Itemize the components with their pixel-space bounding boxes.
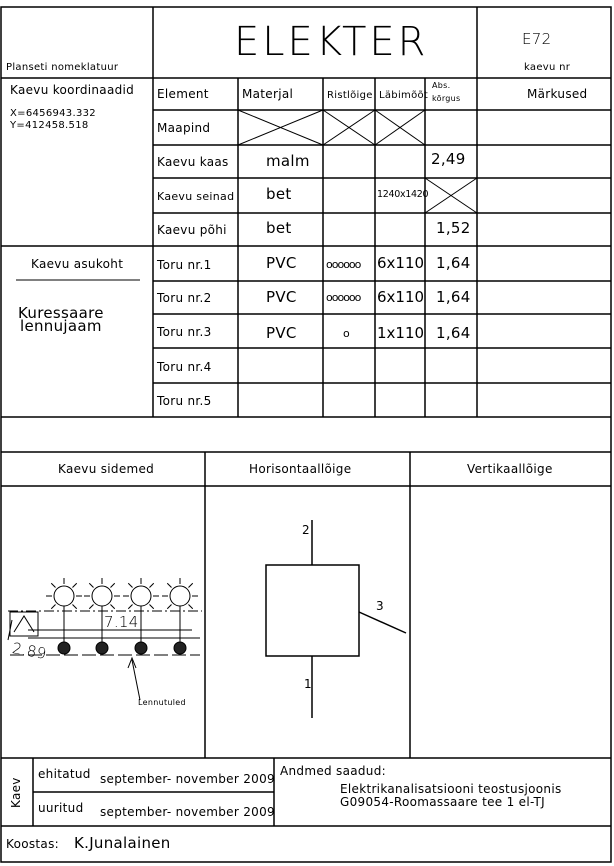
row-element: Toru nr.1 xyxy=(157,258,212,272)
light-symbol xyxy=(162,578,198,648)
surveyed-value: september- november 2009 xyxy=(100,805,275,819)
row-cross: oooooo xyxy=(326,258,361,271)
author-label: Koostas: xyxy=(6,837,59,851)
row-material: PVC xyxy=(266,288,297,306)
row-element: Toru nr.2 xyxy=(157,291,212,305)
pipe-label-3: 3 xyxy=(376,599,384,613)
source-line2: G09054-Roomassaare tee 1 el-TJ xyxy=(340,795,545,809)
row-abs: 1,64 xyxy=(436,288,471,306)
row-element: Toru nr.5 xyxy=(157,394,212,408)
coord-y: Y=412458.518 xyxy=(10,120,89,131)
lamp-dot xyxy=(173,641,187,655)
built-value: september- november 2009 xyxy=(100,772,275,786)
row-dim: 6x110 xyxy=(377,288,425,306)
row-abs: 1,64 xyxy=(436,254,471,272)
row-element: Toru nr.3 xyxy=(157,325,212,339)
section-links: Kaevu sidemed xyxy=(58,462,155,476)
col-notes: Märkused xyxy=(527,87,588,101)
col-abs-line2: kõrgus xyxy=(432,94,461,103)
row-dim: 1240x1420 xyxy=(377,189,429,200)
location-line1: Kuressaare xyxy=(18,304,104,322)
source-line1: Elektrikanalisatsiooni teostusjoonis xyxy=(340,782,562,796)
coords-label: Kaevu koordinaadid xyxy=(10,83,135,97)
row-abs: 2,49 xyxy=(431,150,466,168)
source-label: Andmed saadud: xyxy=(280,764,386,778)
cross-hatch-maapind xyxy=(237,109,426,146)
col-cross: Ristlõige xyxy=(327,90,373,101)
location-line2: lennujaam xyxy=(20,317,102,335)
row-element: Kaevu seinad xyxy=(157,190,235,203)
horizontal-section-sketch xyxy=(265,520,407,718)
section-horizontal: Horisontaallõige xyxy=(249,462,352,476)
row-material: bet xyxy=(266,185,292,203)
col-dim: Läbimõõt xyxy=(379,90,429,101)
lights-label: Lennutuled xyxy=(138,698,186,707)
well-no-label: kaevu nr xyxy=(524,62,571,73)
lamp-dot xyxy=(134,641,148,655)
row-abs: 1,64 xyxy=(436,324,471,342)
light-symbol xyxy=(84,578,120,648)
row-dim: 1x110 xyxy=(377,324,425,342)
row-element: Kaevu kaas xyxy=(157,155,229,169)
surveyed-label: uuritud xyxy=(38,801,84,815)
pipe-label-1: 1 xyxy=(304,677,312,691)
coord-x: X=6456943.332 xyxy=(10,108,96,119)
col-abs-line1: Abs. xyxy=(432,81,451,90)
row-cross: oooooo xyxy=(326,291,361,304)
side-label: Kaev xyxy=(9,777,23,808)
row-material: PVC xyxy=(266,324,297,342)
light-symbol xyxy=(123,578,159,648)
col-material: Materjal xyxy=(242,87,294,101)
row-abs: 1,52 xyxy=(436,219,471,237)
lamp-dot xyxy=(95,641,109,655)
author-name: K.Junalainen xyxy=(74,834,171,852)
section-vertical: Vertikaallõige xyxy=(467,462,553,476)
row-cross: o xyxy=(343,327,350,340)
location-label: Kaevu asukoht xyxy=(31,257,124,271)
row-element: Toru nr.4 xyxy=(157,360,212,374)
lamp-dot xyxy=(57,641,71,655)
nomenclature-label: Planseti nomeklatuur xyxy=(6,62,119,73)
col-element: Element xyxy=(157,87,209,101)
pipe-label-2: 2 xyxy=(302,523,310,537)
dim-label-1: 7.14 xyxy=(104,613,139,631)
row-dim: 6x110 xyxy=(377,254,425,272)
row-material: malm xyxy=(266,152,310,170)
row-element: Kaevu põhi xyxy=(157,223,227,237)
row-element: Maapind xyxy=(157,121,211,135)
cross-hatch-seinad xyxy=(424,177,478,214)
row-material: bet xyxy=(266,219,292,237)
page-title: ELEKTER xyxy=(234,19,429,65)
well-id: E72 xyxy=(522,30,552,48)
row-material: PVC xyxy=(266,254,297,272)
built-label: ehitatud xyxy=(38,767,91,781)
links-sketch xyxy=(7,578,202,701)
